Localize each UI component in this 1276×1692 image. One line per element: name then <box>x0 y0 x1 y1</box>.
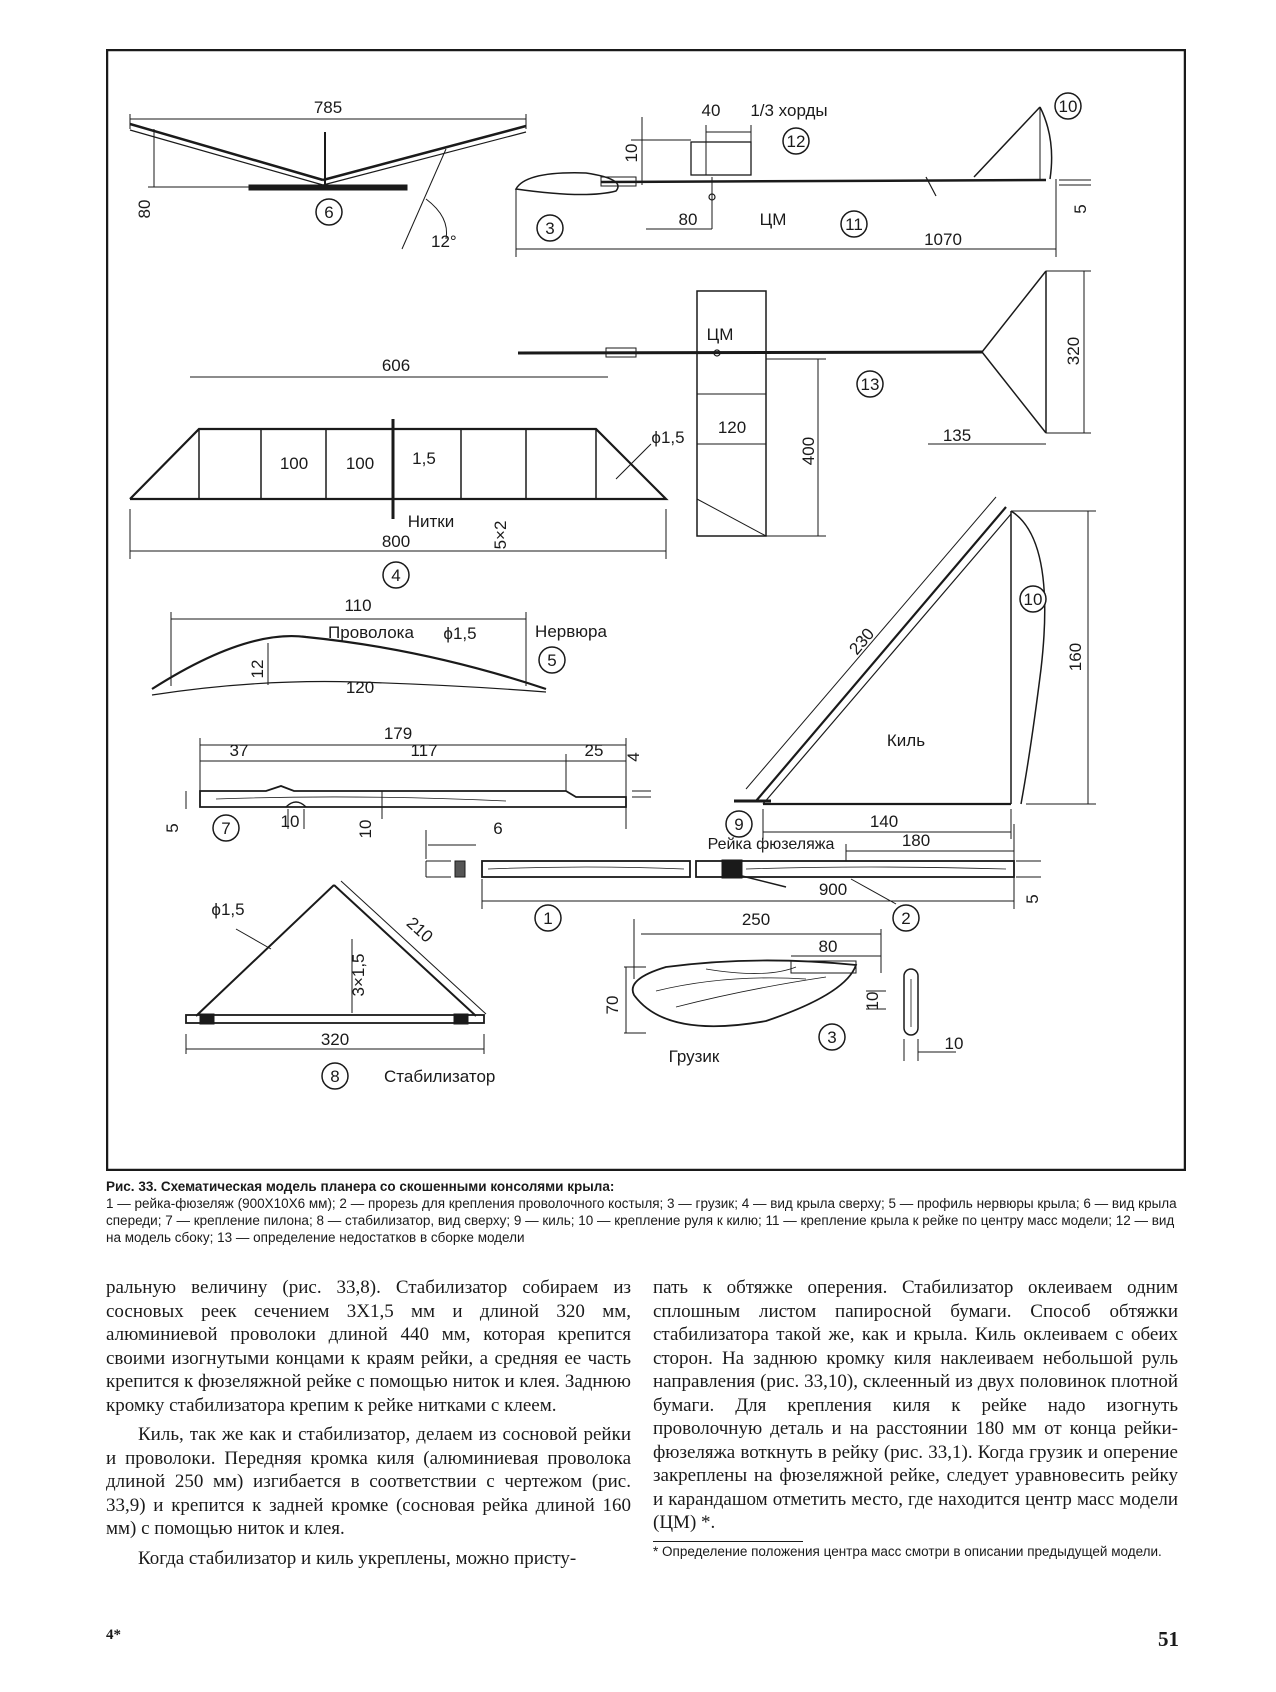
callout-11: 11 <box>845 215 863 234</box>
dim-3x1-5: 3×1,5 <box>349 953 368 996</box>
dim-phi-1-5-wing: ϕ1,5 <box>651 428 684 447</box>
text-column-right: пать к обтяжке оперения. Стабилизатор ок… <box>653 1276 1178 1560</box>
callout-10-fin: 10 <box>1024 590 1043 609</box>
dim-320-13: 320 <box>1064 337 1083 365</box>
dim-1070: 1070 <box>924 230 962 249</box>
dim-110: 110 <box>344 596 371 615</box>
dim-120-rib: 120 <box>346 678 374 697</box>
label-wire: Проволока <box>328 623 414 642</box>
figure-frame: 785 80 12° 6 40 1/3 хорды 10 80 ЦМ 1070 … <box>106 49 1186 1171</box>
signature-mark: 4* <box>106 1627 121 1643</box>
pylon-mount <box>185 738 651 829</box>
dim-1-5: 1,5 <box>412 449 436 468</box>
footnote: * Определение положения центра масс смот… <box>653 1543 1162 1559</box>
dim-40: 40 <box>702 101 721 120</box>
dim-160: 160 <box>1066 643 1085 671</box>
page-number: 51 <box>1158 1627 1179 1651</box>
fin-keel <box>734 496 1096 839</box>
dim-135: 135 <box>943 426 971 445</box>
callout-3-side: 3 <box>545 219 554 238</box>
weight-ballast <box>624 919 956 1061</box>
dim-320-stab: 320 <box>321 1030 349 1049</box>
dim-606: 606 <box>382 356 410 375</box>
left-paragraph-3: Когда стабилизатор и киль укреплены, мож… <box>138 1547 577 1569</box>
caption-body: 1 — рейка-фюзеляж (900Х10Х6 мм); 2 — про… <box>106 1196 1177 1245</box>
callout-5: 5 <box>547 651 556 670</box>
left-paragraph-1: ральную величину (рис. 33,8). Стабилизат… <box>106 1277 631 1416</box>
label-stabilizer: Стабилизатор <box>384 1067 495 1086</box>
dim-210: 210 <box>403 913 437 946</box>
dim-5x2: 5×2 <box>491 521 510 550</box>
dim-70: 70 <box>603 996 622 1015</box>
dim-80: 80 <box>135 200 154 219</box>
callout-13: 13 <box>861 375 880 394</box>
dim-4: 4 <box>624 752 643 761</box>
label-rib: Нервюра <box>535 622 607 641</box>
dim-230: 230 <box>845 624 878 658</box>
dim-80-side: 80 <box>679 210 698 229</box>
dim-10-pylon-b: 10 <box>356 820 375 839</box>
dim-179: 179 <box>384 724 412 743</box>
technical-drawing: 785 80 12° 6 40 1/3 хорды 10 80 ЦМ 1070 … <box>106 49 1186 1171</box>
dim-phi-1-5-rib: ϕ1,5 <box>443 624 476 643</box>
wing-front-view <box>129 114 527 250</box>
dim-5-fuselage: 5 <box>1023 894 1042 903</box>
right-paragraph-1: пать к обтяжке оперения. Стабилизатор ок… <box>653 1277 1178 1533</box>
dim-angle-12: 12° <box>431 232 457 251</box>
dim-10-pylon-a: 10 <box>281 812 300 831</box>
dim-785: 785 <box>314 98 342 117</box>
dim-37: 37 <box>230 741 249 760</box>
label-keel: Киль <box>887 731 925 750</box>
dim-900: 900 <box>819 880 847 899</box>
dim-140: 140 <box>870 812 898 831</box>
dim-10: 10 <box>622 144 641 163</box>
callout-8: 8 <box>330 1067 339 1086</box>
callout-4: 4 <box>391 566 400 585</box>
label-fuselage-rail: Рейка фюзеляжа <box>708 836 835 853</box>
label-weight: Грузик <box>669 1047 720 1066</box>
dim-third-chord: 1/3 хорды <box>750 101 827 120</box>
dim-250: 250 <box>742 910 770 929</box>
fuselage-rail <box>425 824 1041 909</box>
dim-100-b: 100 <box>346 454 374 473</box>
dim-800: 800 <box>382 532 410 551</box>
dim-80-weight: 80 <box>819 937 838 956</box>
left-paragraph-2: Киль, так же как и стабилизатор, делаем … <box>106 1424 631 1539</box>
label-threads: Нитки <box>408 512 455 531</box>
dim-117: 117 <box>410 741 437 760</box>
dim-180: 180 <box>902 831 930 850</box>
cg-check-view <box>517 270 1091 537</box>
dim-100-a: 100 <box>280 454 308 473</box>
dim-400: 400 <box>799 437 818 465</box>
callout-9: 9 <box>734 815 743 834</box>
wing-top-view <box>129 376 669 559</box>
dim-12: 12 <box>248 660 267 679</box>
dim-phi-1-5-stab: ϕ1,5 <box>211 900 244 919</box>
callout-3-weight: 3 <box>827 1028 836 1047</box>
callout-2: 2 <box>901 909 910 928</box>
text-column-left: ральную величину (рис. 33,8). Стабилизат… <box>106 1276 631 1570</box>
dim-10-weight-b: 10 <box>945 1034 964 1053</box>
dim-10-weight-a: 10 <box>863 992 882 1011</box>
dim-5-pylon: 5 <box>163 823 182 832</box>
model-side-view <box>514 106 1091 257</box>
figure-caption: Рис. 33. Схематическая модель планера со… <box>106 1178 1186 1246</box>
callout-7: 7 <box>221 819 230 838</box>
dim-6: 6 <box>493 819 502 838</box>
stabilizer <box>185 880 487 1054</box>
dim-5-side: 5 <box>1071 204 1090 213</box>
label-cm-side: ЦМ <box>760 210 787 229</box>
footnote-rule <box>653 1540 803 1542</box>
callout-6: 6 <box>324 203 333 222</box>
dim-25: 25 <box>585 741 604 760</box>
callout-1: 1 <box>543 909 552 928</box>
caption-title: Рис. 33. Схематическая модель планера со… <box>106 1179 615 1194</box>
rib-profile <box>151 612 547 696</box>
dim-120-13: 120 <box>718 418 746 437</box>
callout-12: 12 <box>787 132 806 151</box>
callout-10-top: 10 <box>1059 97 1078 116</box>
label-cm-13: ЦМ <box>707 325 734 344</box>
